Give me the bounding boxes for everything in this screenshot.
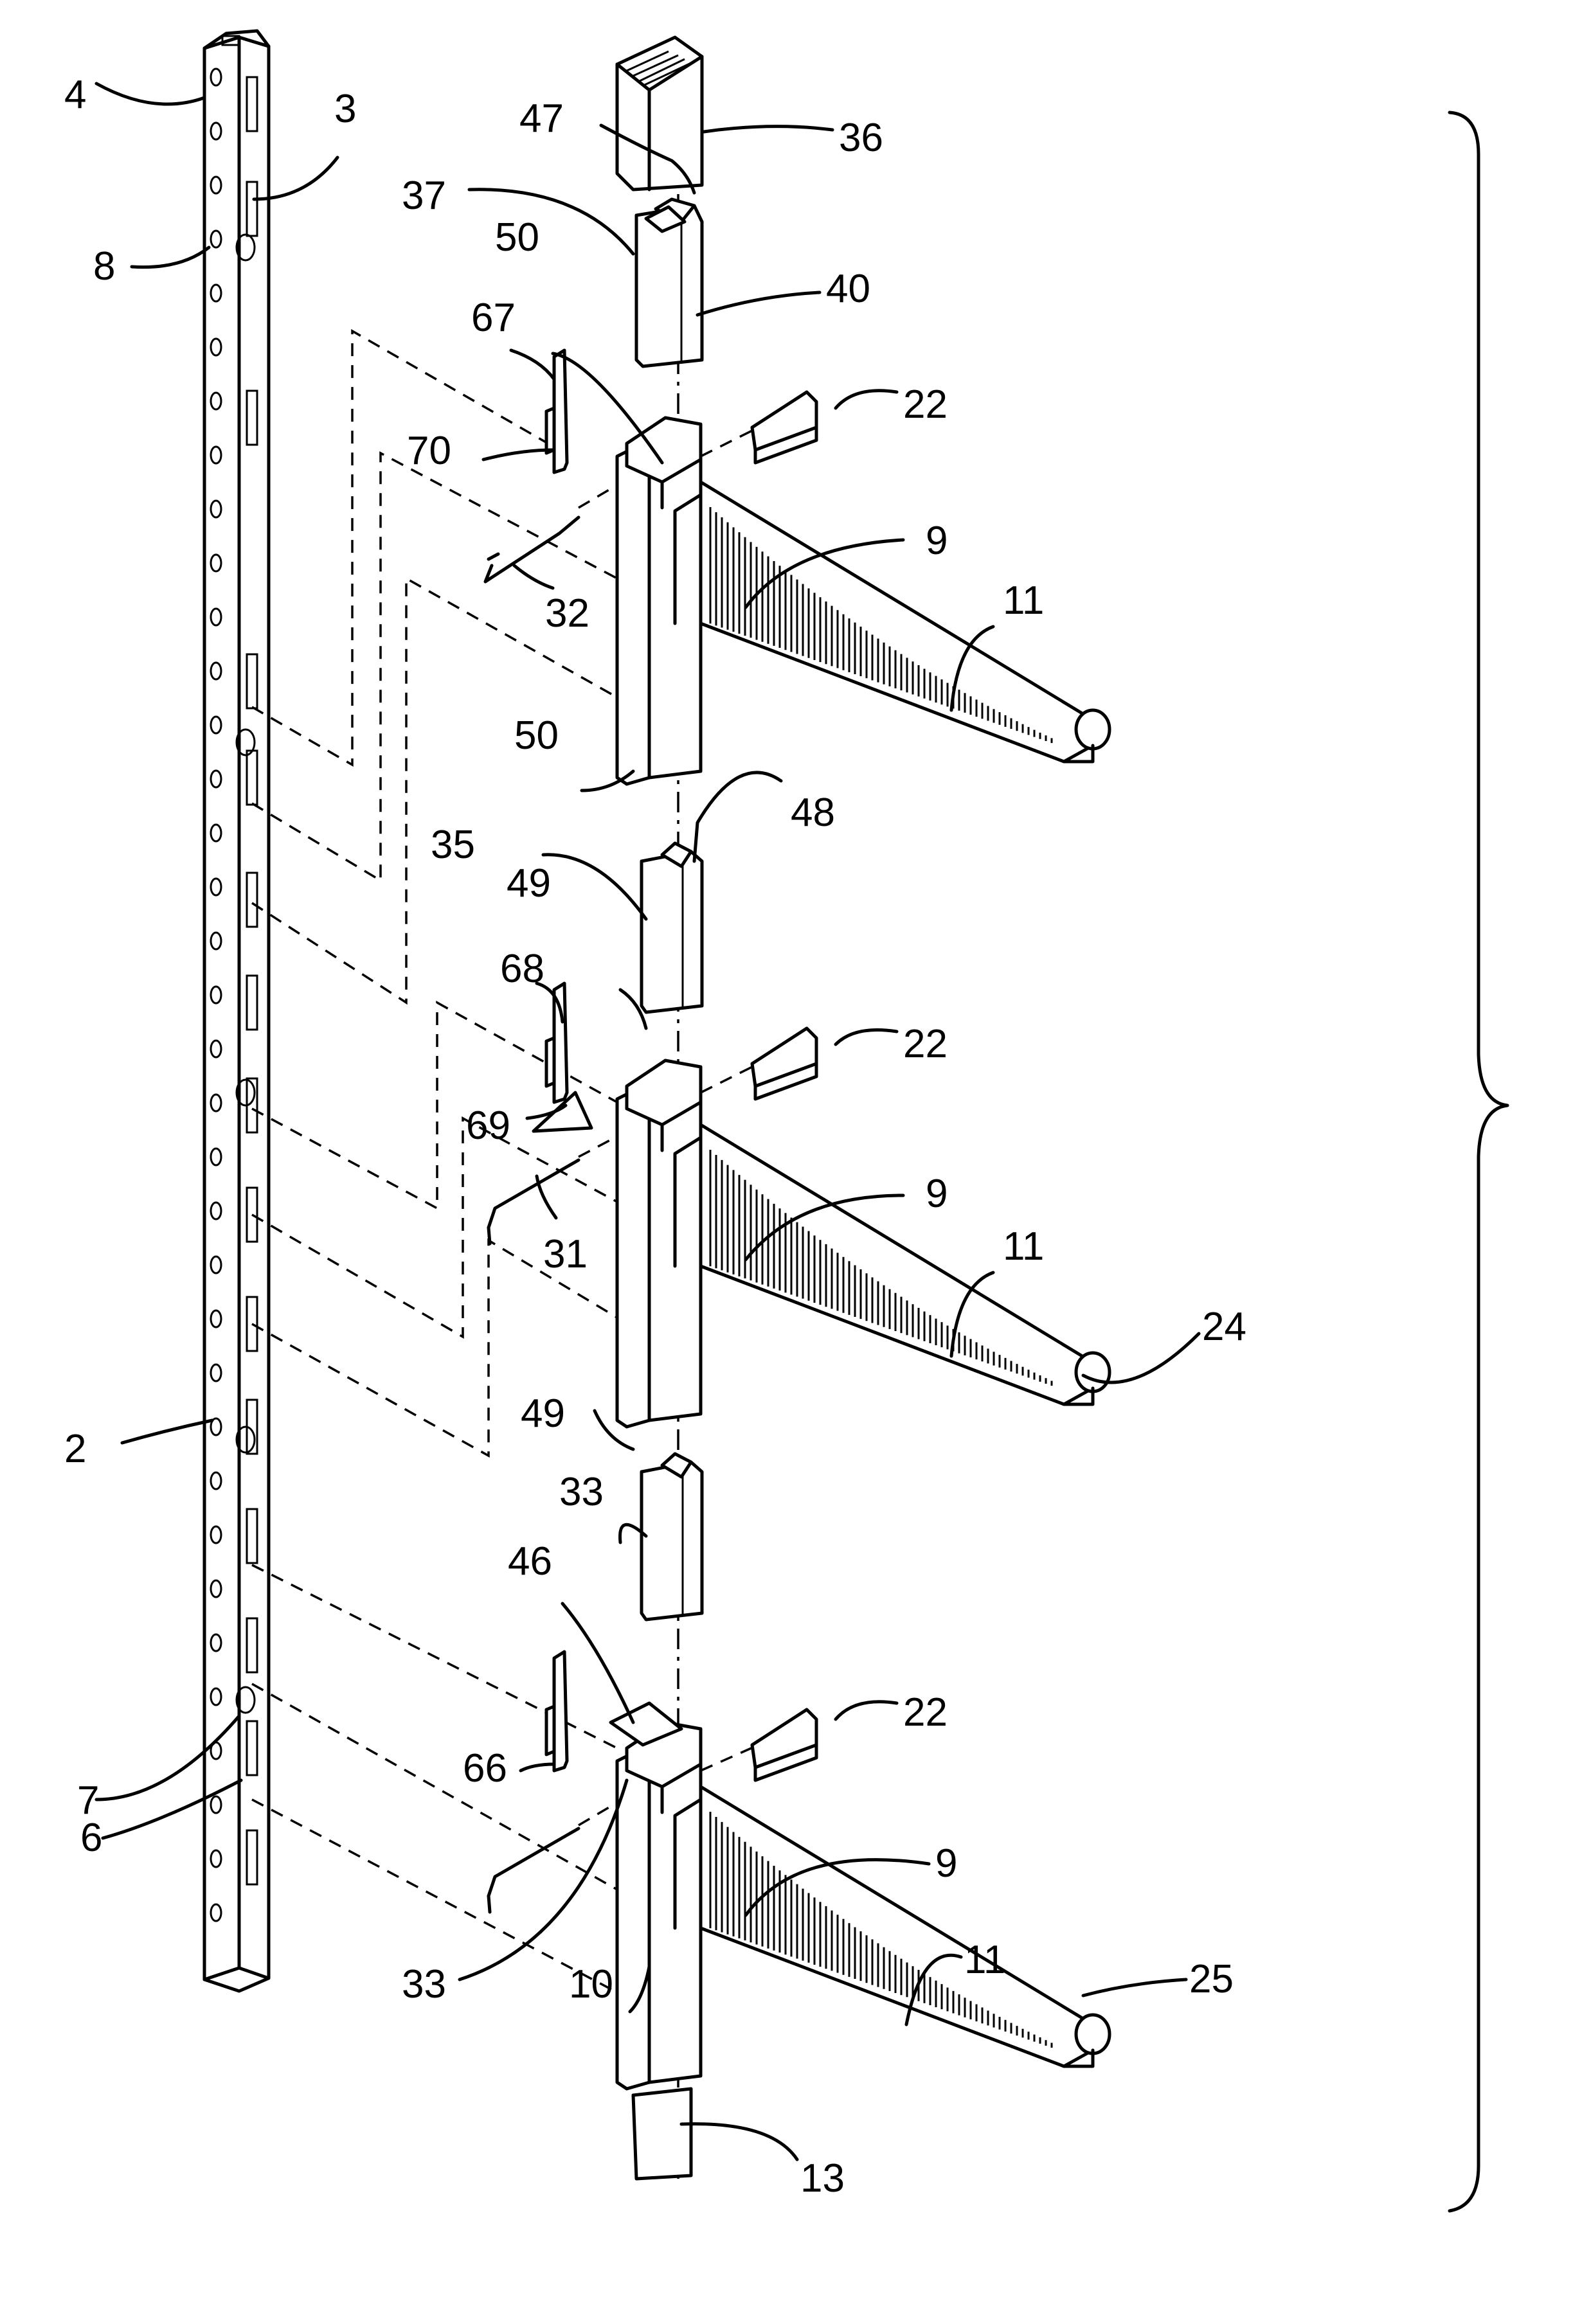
shelf-brackets xyxy=(617,418,1110,2179)
pin-lower xyxy=(489,1828,579,1912)
bracket-end-knob xyxy=(1076,710,1110,749)
label-10: 10 xyxy=(569,1962,613,2007)
label-48: 48 xyxy=(791,791,835,835)
pin-upper xyxy=(485,517,579,582)
label-9-b: 9 xyxy=(926,1172,948,1216)
label-9: 9 xyxy=(926,519,948,563)
label-9-c: 9 xyxy=(935,1841,957,1886)
clip-lower xyxy=(546,1652,567,1771)
label-22-c: 22 xyxy=(903,1690,948,1735)
clip-upper xyxy=(546,350,567,472)
label-35: 35 xyxy=(431,823,475,867)
label-3: 3 xyxy=(334,87,356,131)
upright-post xyxy=(204,31,269,1991)
label-8: 8 xyxy=(93,244,115,289)
label-49-b: 49 xyxy=(521,1391,565,1436)
label-50-b: 50 xyxy=(514,713,559,758)
label-70: 70 xyxy=(407,429,451,473)
label-31: 31 xyxy=(543,1232,588,1276)
wedge-upper xyxy=(752,392,816,463)
bracket-end-knob xyxy=(1076,1353,1110,1391)
label-47: 47 xyxy=(519,96,564,141)
label-13: 13 xyxy=(800,2156,845,2201)
label-25: 25 xyxy=(1189,1957,1234,2001)
label-66: 66 xyxy=(463,1746,507,1791)
label-33-b: 33 xyxy=(402,1962,446,2007)
bracket-front-face xyxy=(617,440,649,784)
label-67: 67 xyxy=(471,296,516,340)
top-cap xyxy=(617,37,702,190)
label-33: 33 xyxy=(559,1470,604,1514)
label-37: 37 xyxy=(402,174,446,218)
label-68: 68 xyxy=(500,947,544,991)
label-6: 6 xyxy=(80,1816,102,1860)
label-36: 36 xyxy=(839,116,883,160)
connector-sleeve-lower xyxy=(642,1454,702,1620)
label-49: 49 xyxy=(507,861,551,906)
bracket-end-knob xyxy=(1076,2015,1110,2053)
wedge-middle xyxy=(752,1028,816,1099)
bracket-lower xyxy=(617,1722,1110,2089)
label-11: 11 xyxy=(1003,578,1044,623)
label-22-b: 22 xyxy=(903,1022,948,1066)
label-50: 50 xyxy=(495,215,539,260)
grouping-brace xyxy=(1450,112,1507,2211)
label-24: 24 xyxy=(1202,1305,1246,1349)
label-40: 40 xyxy=(826,267,870,311)
label-4: 4 xyxy=(64,73,86,117)
bracket-arm xyxy=(701,1787,1093,2066)
connector-sleeve-middle xyxy=(642,843,702,1012)
label-11-b: 11 xyxy=(1003,1224,1044,1269)
bracket-front-face xyxy=(617,1083,649,1427)
lower-tube xyxy=(633,2089,691,2179)
label-2: 2 xyxy=(64,1427,86,1471)
label-32: 32 xyxy=(545,591,589,636)
label-69: 69 xyxy=(466,1104,510,1148)
label-11-c: 11 xyxy=(964,1938,1005,1982)
wedge-lower xyxy=(752,1710,816,1780)
label-46: 46 xyxy=(508,1539,552,1584)
label-22: 22 xyxy=(903,382,948,427)
